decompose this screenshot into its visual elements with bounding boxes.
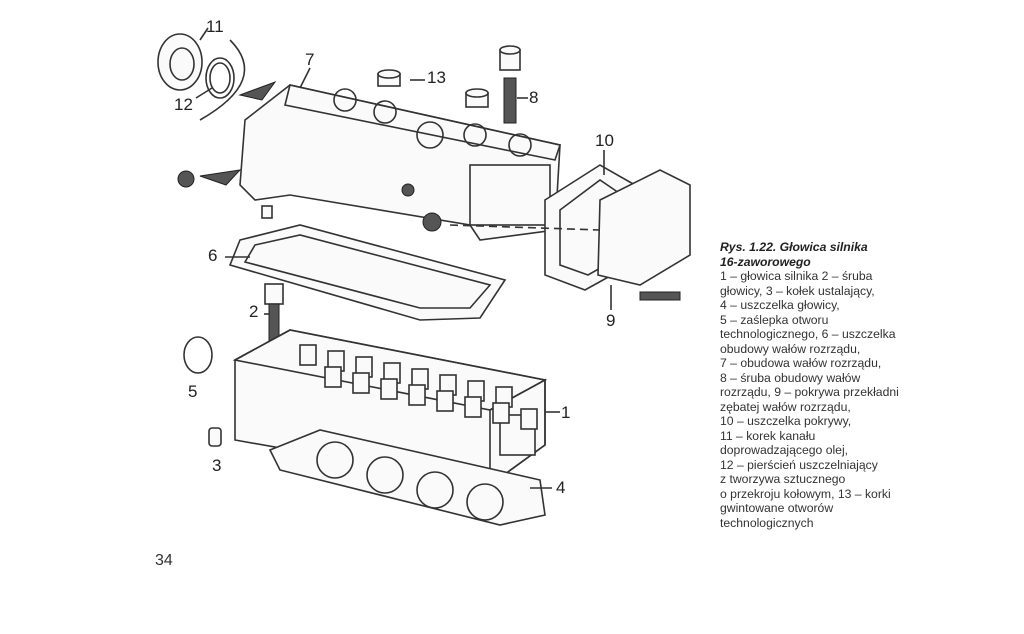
sealing-ring [205, 57, 235, 99]
head-gasket [268, 429, 546, 526]
callout-6: 6 [208, 246, 218, 265]
callout-9: 9 [606, 311, 616, 330]
callout-10: 10 [595, 131, 614, 150]
callout-13: 13 [427, 68, 446, 87]
caption-line: rozrządu, 9 – pokrywa przekładni [720, 385, 899, 399]
caption-line: 12 – pierścień uszczelniający [720, 457, 878, 472]
housing-gasket [228, 224, 507, 321]
valve-spring [380, 378, 398, 400]
threaded-plugs [377, 69, 489, 108]
page-number: 34 [155, 552, 173, 569]
callout-1: 1 [561, 403, 571, 422]
caption-line: z tworzywa sztucznego [720, 472, 846, 486]
callout-4: 4 [556, 478, 566, 497]
valve-spring [436, 390, 454, 412]
caption-line: 4 – uszczelka głowicy, [720, 298, 840, 312]
caption-line: technologicznego, 6 – uszczelka [720, 327, 896, 341]
caption-line: doprowadzającego olej, [720, 443, 849, 457]
caption-line: głowicy, 3 – kołek ustalający, [720, 283, 875, 298]
valve-spring [299, 344, 317, 366]
caption-line: gwintowane otworów [720, 501, 834, 515]
callout-5: 5 [188, 382, 198, 401]
callout-8: 8 [529, 88, 539, 107]
callout-12: 12 [174, 95, 193, 114]
caption-line: 11 – korek kanału [720, 428, 816, 443]
camshaft-housing [239, 84, 562, 241]
caption-line: 7 – obudowa wałów rozrządu, [720, 356, 882, 370]
caption-line: obudowy wałów rozrządu, [720, 341, 861, 356]
valve-spring [352, 372, 370, 394]
caption-title: Rys. 1.22. Głowica silnika [720, 240, 868, 254]
blank-plug [183, 336, 213, 374]
caption-title: 16-zaworowego [720, 254, 811, 269]
callout-7: 7 [305, 50, 315, 69]
oil-channel-plug [157, 33, 203, 91]
valve-spring [520, 408, 538, 430]
valve-spring [408, 384, 426, 406]
caption-line: 1 – głowica silnika 2 – śruba [720, 269, 873, 283]
callout-2: 2 [249, 302, 259, 321]
figure-caption: Rys. 1.22. Głowica silnika 16-zaworowego… [720, 240, 930, 530]
callout-3: 3 [212, 456, 222, 475]
caption-line: 10 – uszczelka pokrywy, [720, 414, 852, 428]
housing-bolt [499, 45, 521, 124]
locating-dowel [208, 427, 222, 447]
caption-line: o przekroju kołowym, 13 – korki [720, 486, 891, 501]
valve-spring [324, 366, 342, 388]
head-bolt [264, 283, 284, 365]
callout-11: 11 [206, 17, 224, 36]
caption-line: 5 – zaślepka otworu [720, 312, 829, 327]
timing-cover [597, 169, 691, 286]
valve-spring [492, 402, 510, 424]
caption-line: 8 – śruba obudowy wałów [720, 370, 861, 385]
valve-spring [464, 396, 482, 418]
caption-line: technologicznych [720, 515, 814, 530]
caption-line: zębatej wałów rozrządu, [720, 399, 851, 414]
